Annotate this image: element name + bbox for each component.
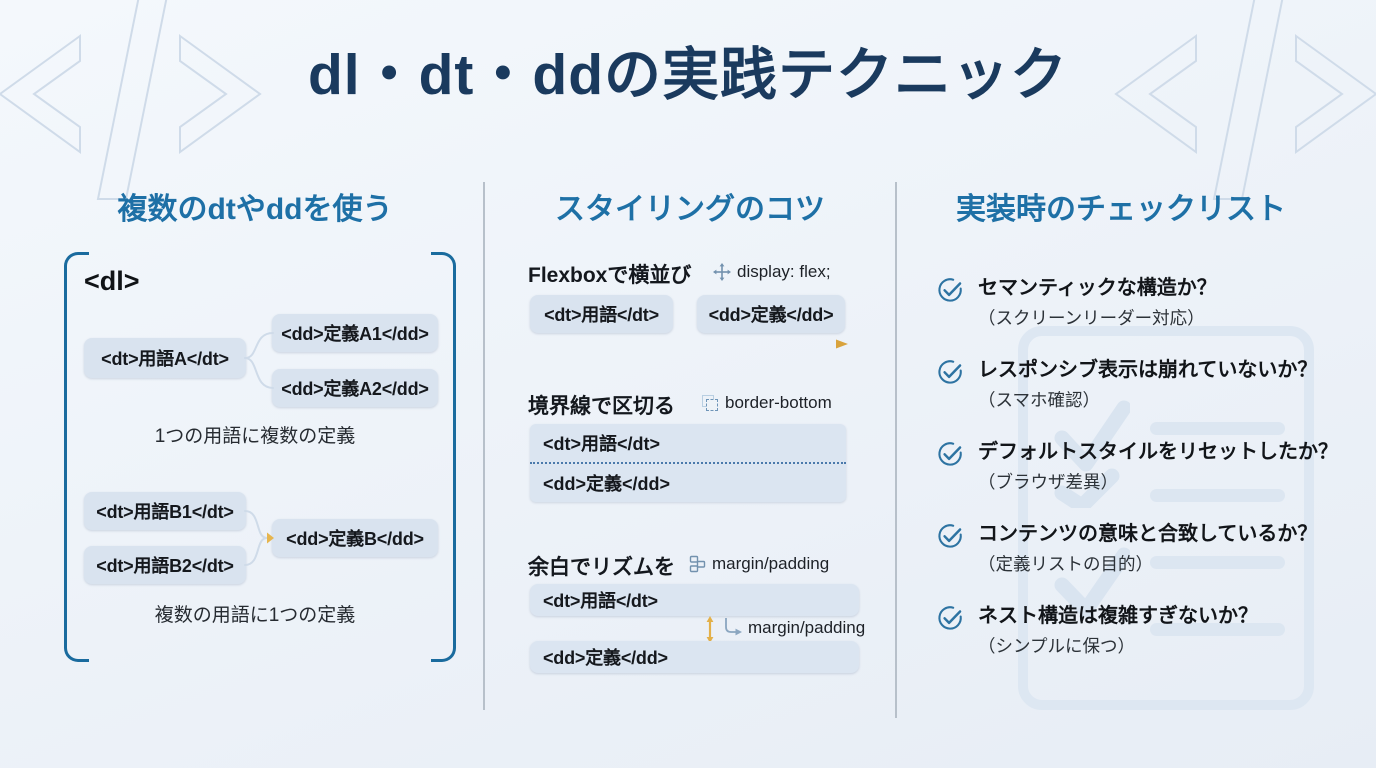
column-2-header: スタイリングのコツ <box>555 193 825 226</box>
dt-box-b1: <dt>用語B1</dt> <box>84 492 246 530</box>
column-divider-1 <box>483 182 485 710</box>
spacing-dt-box: <dt>用語</dt> <box>530 584 859 616</box>
dl-open-tag: <dl> <box>84 266 140 296</box>
checklist-item-1: セマンティックな構造か？ （スクリーンリーダー対応） <box>936 276 1217 330</box>
move-arrows-icon <box>713 263 731 281</box>
section-flex-label: Flexboxで横並び <box>528 264 692 287</box>
dd-box-a2: <dd>定義A2</dd> <box>272 369 438 407</box>
border-bottom-icon <box>702 394 719 412</box>
flex-dt-box: <dt>用語</dt> <box>530 295 673 333</box>
dt-box-b2: <dt>用語B2</dt> <box>84 546 246 584</box>
section-border-label: 境界線で区切る <box>528 395 675 418</box>
checklist-watermark <box>1018 326 1314 710</box>
checklist-item-title: コンテンツの意味と合致しているか？ <box>978 523 1318 545</box>
caption-many-terms-one-def: 複数の用語に1つの定義 <box>154 605 356 626</box>
dd-box-a1: <dd>定義A1</dd> <box>272 314 438 352</box>
column-divider-2 <box>895 182 897 718</box>
dd-box-b: <dd>定義B</dd> <box>272 519 438 557</box>
checklist-item-note: （スクリーンリーダー対応） <box>978 308 1205 328</box>
checklist-item-3: デフォルトスタイルをリセットしたか？ （ブラウザ差異） <box>936 440 1338 494</box>
check-circle-icon <box>938 360 962 384</box>
checklist-item-title: セマンティックな構造か？ <box>978 277 1217 299</box>
checklist-item-4: コンテンツの意味と合致しているか？ （定義リストの目的） <box>936 522 1317 576</box>
section-flex-hint: display: flex; <box>713 262 831 282</box>
check-circle-icon <box>938 606 962 630</box>
column-1-header: 複数のdtやddを使う <box>117 193 393 226</box>
check-circle-icon <box>938 524 962 548</box>
watermark-check-icon-2 <box>1054 547 1130 618</box>
left-bracket <box>64 252 89 662</box>
vertical-resize-arrow-icon <box>706 616 714 643</box>
gap-hint-text: margin/padding <box>748 618 866 637</box>
watermark-check-icon <box>1054 400 1130 508</box>
spacing-gap-annotation: margin/padding <box>704 616 865 643</box>
checklist-item-5: ネスト構造は複雑すぎないか？ （シンプルに保つ） <box>936 604 1258 658</box>
spacing-dd-box: <dd>定義</dd> <box>530 641 859 673</box>
watermark-line <box>1150 489 1285 502</box>
corner-arrow-icon <box>725 618 742 636</box>
section-spacing-hint: margin/padding <box>688 554 829 574</box>
right-bracket <box>431 252 456 662</box>
caption-one-term-many-defs: 1つの用語に複数の定義 <box>154 426 356 447</box>
flex-hint-text: display: flex; <box>737 262 831 281</box>
checklist-item-2: レスポンシブ表示は崩れていないか？ （スマホ確認） <box>936 358 1317 412</box>
watermark-line <box>1150 623 1285 636</box>
checklist-item-title: デフォルトスタイルをリセットしたか？ <box>978 441 1338 463</box>
flex-dd-box: <dd>定義</dd> <box>697 295 845 333</box>
checklist-item-note: （スマホ確認） <box>978 390 1100 410</box>
dt-box-a: <dt>用語A</dt> <box>84 338 246 378</box>
spacing-boxes-icon <box>689 555 706 573</box>
checklist-item-note: （定義リストの目的） <box>978 554 1153 574</box>
checklist-item-note: （シンプルに保つ） <box>978 636 1135 656</box>
checklist-item-title: ネスト構造は複雑すぎないか？ <box>978 605 1258 627</box>
check-circle-icon <box>938 442 962 466</box>
flex-direction-arrow <box>532 339 848 349</box>
checklist-item-title: レスポンシブ表示は崩れていないか？ <box>978 359 1318 381</box>
column-3-header: 実装時のチェックリスト <box>956 193 1286 226</box>
spacing-hint-text: margin/padding <box>712 554 830 573</box>
border-demo-dd: <dd>定義</dd> <box>543 474 671 494</box>
page-title: dl・dt・ddの実践テクニック <box>307 43 1069 107</box>
section-border-hint: border-bottom <box>702 393 832 413</box>
watermark-line <box>1150 556 1285 569</box>
border-demo-box: <dt>用語</dt> <dd>定義</dd> <box>530 424 846 502</box>
merge-connector-b <box>244 510 274 566</box>
watermark-line <box>1150 422 1285 435</box>
border-hint-text: border-bottom <box>725 393 832 412</box>
checklist-item-note: （ブラウザ差異） <box>978 472 1118 492</box>
section-spacing-label: 余白でリズムを <box>528 556 675 579</box>
border-demo-dt: <dt>用語</dt> <box>530 424 846 464</box>
check-circle-icon <box>938 278 962 302</box>
